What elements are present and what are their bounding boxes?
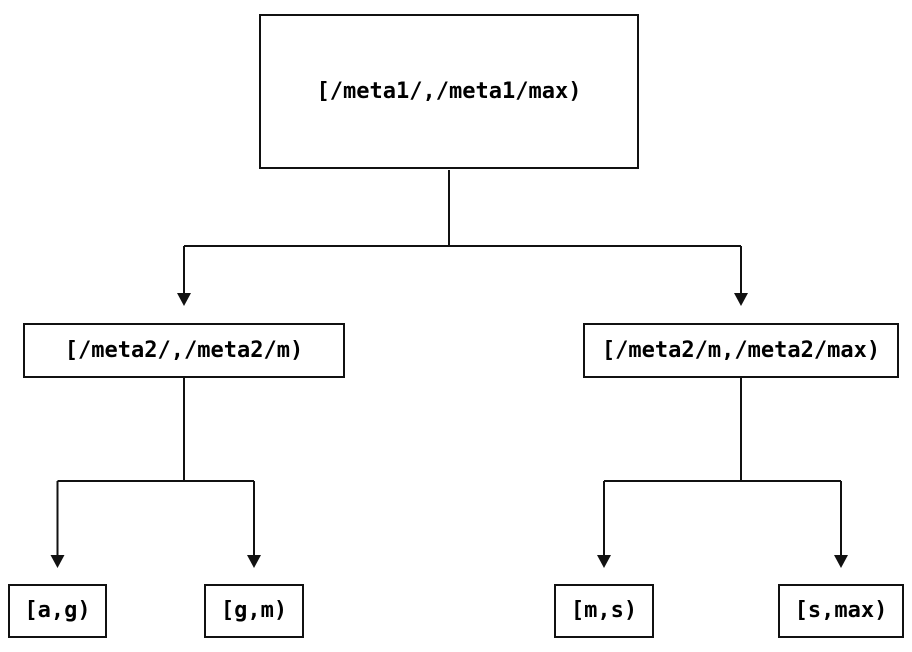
arrowhead-icons: [50, 293, 848, 568]
node-meta2-left: [/meta2/,/meta2/m): [23, 323, 345, 378]
node-meta2-right: [/meta2/m,/meta2/max): [583, 323, 899, 378]
arrowhead-icon: [597, 555, 611, 568]
node-leaf-ag: [a,g): [8, 584, 107, 638]
edge-left-subtree: [56, 378, 255, 555]
node-leaf-smax: [s,max): [778, 584, 904, 638]
arrowhead-icon: [177, 293, 191, 306]
node-meta2-right-label: [/meta2/m,/meta2/max): [601, 337, 881, 363]
arrowhead-icon: [834, 555, 848, 568]
arrowhead-icon: [734, 293, 748, 306]
node-leaf-smax-label: [s,max): [794, 598, 888, 623]
node-leaf-gm: [g,m): [204, 584, 304, 638]
node-leaf-ms-label: [m,s): [570, 598, 638, 623]
node-root-label: [/meta1/,/meta1/max): [316, 78, 582, 104]
arrowhead-icon: [247, 555, 261, 568]
node-leaf-ms: [m,s): [554, 584, 654, 638]
node-leaf-gm-label: [g,m): [220, 598, 288, 623]
node-meta2-left-label: [/meta2/,/meta2/m): [64, 337, 304, 363]
node-root: [/meta1/,/meta1/max): [259, 14, 639, 169]
arrowhead-icon: [50, 555, 65, 568]
node-leaf-ag-label: [a,g): [24, 598, 91, 623]
edge-root-to-level2: [183, 170, 742, 293]
edge-right-subtree: [603, 378, 842, 555]
